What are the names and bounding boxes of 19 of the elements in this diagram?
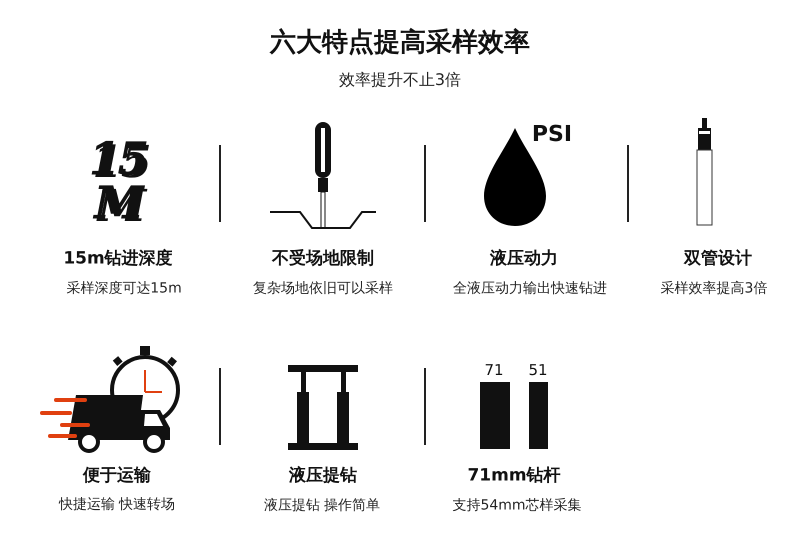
size-label: 51	[528, 362, 548, 378]
feature-description: 支持54mm芯样采集	[452, 498, 582, 514]
feature-heading: 便于运输	[83, 466, 151, 486]
feature-heading: 液压动力	[490, 250, 558, 268]
feature-heading: 液压提钻	[289, 466, 357, 486]
feature-description: 采样效率提高3倍	[660, 281, 768, 297]
feature-description: 液压提钻 操作简单	[264, 498, 380, 514]
feature-description: 复杂场地依旧可以采样	[253, 281, 393, 297]
size-label: 71	[484, 362, 504, 378]
feature-heading: 不受场地限制	[272, 250, 374, 268]
feature-heading: 15m钻进深度	[63, 250, 173, 268]
feature-heading: 双管设计	[684, 250, 752, 268]
feature-heading: 71mm钻杆	[467, 466, 561, 486]
title: 六大特点提高采样效率	[270, 28, 530, 58]
subtitle: 效率提升不止3倍	[338, 71, 462, 89]
unit-label: PSI	[532, 122, 572, 148]
feature-description: 快捷运输 快速转场	[58, 497, 176, 513]
feature-description: 全液压动力输出快速钻进	[453, 281, 607, 297]
feature-description: 采样深度可达15m	[66, 281, 182, 297]
